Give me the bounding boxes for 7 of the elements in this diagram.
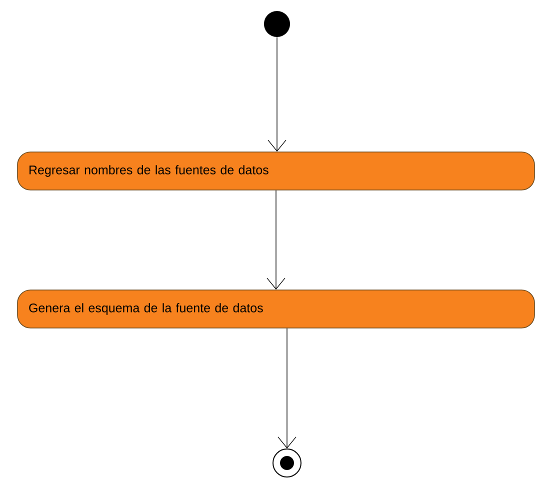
arrow bbox=[266, 190, 286, 290]
action-box: Regresar nombres de las fuentes de datos bbox=[17, 152, 535, 190]
action-box: Genera el esquema de la fuente de datos bbox=[17, 290, 535, 328]
end-node bbox=[272, 448, 302, 478]
arrow bbox=[268, 36, 286, 152]
start-node bbox=[264, 11, 290, 37]
arrow bbox=[278, 328, 296, 448]
